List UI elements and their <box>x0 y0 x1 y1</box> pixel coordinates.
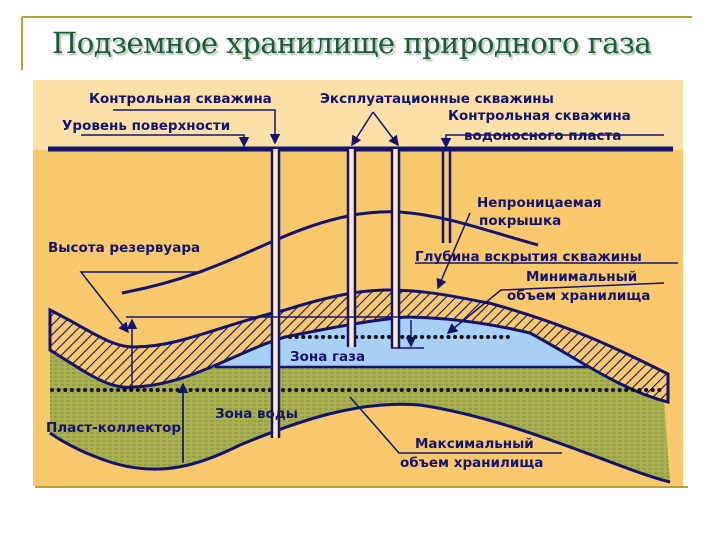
label-max-volume-1: Максимальный <box>415 436 534 452</box>
label-reservoir-layer: Пласт-коллектор <box>46 420 181 436</box>
label-gas-zone: Зона газа <box>290 349 365 365</box>
label-water-zone: Зона воды <box>215 406 298 422</box>
aquifer-control-well <box>441 149 452 243</box>
label-control-well: Контрольная скважина <box>89 91 272 107</box>
label-caprock-2: покрышка <box>479 213 561 229</box>
label-well-penetration-depth: Глубина вскрытия скважины <box>415 249 642 265</box>
label-aquifer-control-well-2: водоносного пласта <box>464 128 622 144</box>
upper-strata-line <box>121 210 539 295</box>
label-max-volume-2: объем хранилища <box>400 455 543 471</box>
label-surface-level: Уровень поверхности <box>62 118 230 134</box>
water-zone <box>50 350 670 482</box>
control-well <box>270 149 281 438</box>
gas-zone <box>215 317 595 367</box>
label-production-wells: Эксплуатационные скважины <box>320 91 554 107</box>
page-title: Подземное хранилище природного газа <box>52 26 652 60</box>
production-well-2 <box>390 149 401 348</box>
leader-lines <box>79 109 678 463</box>
label-reservoir-height: Высота резервуара <box>48 240 200 256</box>
reservoir-bottom-line <box>49 402 671 484</box>
label-caprock-1: Непроницаемая <box>477 195 602 211</box>
label-aquifer-control-well-1: Контрольная скважина <box>448 108 631 124</box>
label-min-volume-2: объем хранилища <box>507 288 650 304</box>
caprock-layer <box>48 288 670 404</box>
production-well-1 <box>346 149 357 347</box>
label-min-volume-1: Минимальный <box>526 269 637 285</box>
